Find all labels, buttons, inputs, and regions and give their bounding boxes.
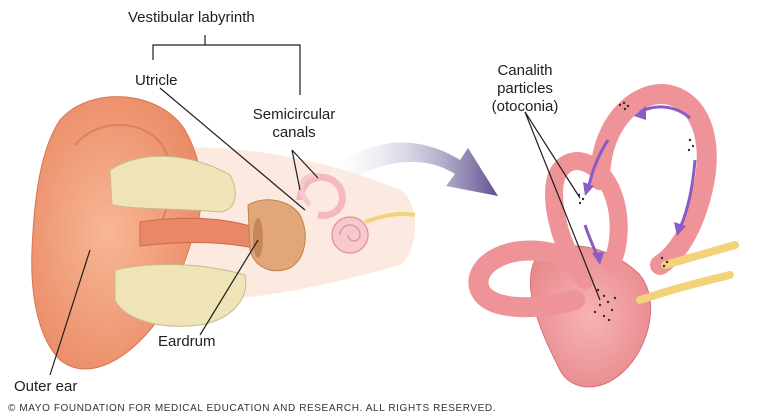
label-eardrum: Eardrum [158, 333, 216, 350]
posterior-canal [590, 84, 717, 275]
flow-arrow-right [678, 159, 697, 229]
canalith-leader-b [524, 111, 601, 301]
semicircular-leader-a [291, 149, 301, 191]
vestibular-bracket [152, 35, 301, 95]
canalith-leader-a [524, 111, 581, 199]
label-canalith-line1: Canalith [497, 62, 553, 79]
transfer-arrow [330, 142, 498, 196]
leader-lines [49, 35, 601, 376]
label-vestibular-labyrinth: Vestibular labyrinth [128, 9, 255, 26]
nerve-small [364, 211, 416, 224]
inner-ear-small [296, 172, 416, 254]
label-utricle: Utricle [135, 72, 178, 89]
flow-arrowhead-top [634, 106, 646, 120]
label-semicircular-canals: Semicircular canals [240, 106, 348, 142]
bone-upper [109, 155, 236, 213]
bone-lower [114, 264, 247, 327]
utricle-leader [159, 87, 306, 211]
canalith-particles [577, 101, 695, 322]
flow-arrowhead-right [674, 222, 686, 236]
label-canalith-line3: (otoconia) [491, 98, 559, 115]
label-semicircular-line1: Semicircular [252, 106, 336, 123]
outer-ear-leader [49, 249, 91, 376]
middle-ear [247, 199, 306, 272]
anterior-canal [545, 152, 628, 289]
flow-arrowhead-bottom [592, 252, 604, 265]
cochlea-shape [331, 216, 369, 254]
label-outer-ear: Outer ear [14, 378, 78, 395]
label-canalith-particles: Canalith particles (otoconia) [470, 62, 580, 116]
eardrum-leader [199, 239, 259, 336]
nerve-upper [661, 241, 739, 269]
enlarged-labyrinth [468, 84, 739, 388]
nerve-lower [636, 271, 734, 304]
semicircular-leader-b [291, 149, 319, 179]
copyright-notice: © MAYO FOUNDATION FOR MEDICAL EDUCATION … [8, 403, 497, 414]
vestibule-shape [529, 245, 652, 388]
eardrum-shape [253, 218, 263, 258]
label-semicircular-line2: canals [272, 124, 316, 141]
horizontal-canal [468, 240, 585, 318]
flow-arrowhead-left [583, 182, 594, 196]
label-canalith-line2: particles [497, 80, 553, 97]
ear-cross-section [31, 96, 416, 370]
